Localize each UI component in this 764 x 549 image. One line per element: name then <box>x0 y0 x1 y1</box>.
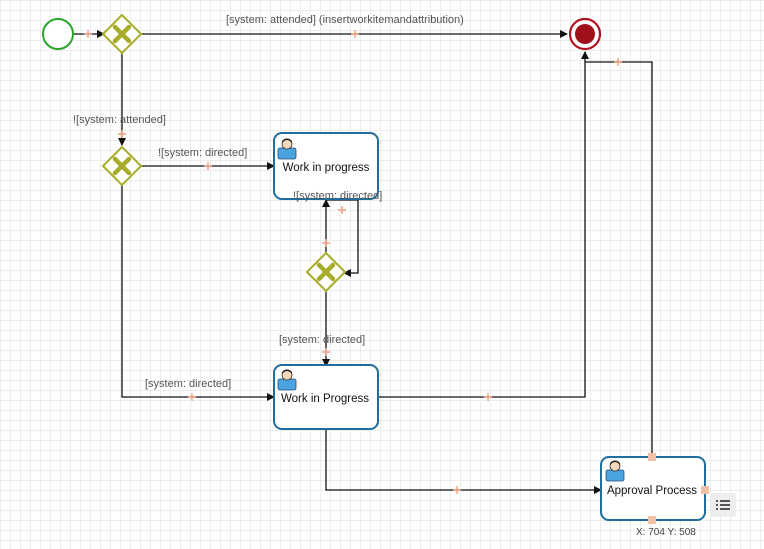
resize-handle-bottom[interactable] <box>648 516 656 524</box>
task-label: Approval Process <box>607 485 697 497</box>
exclusive-gateway-icon <box>112 156 132 176</box>
edge-label-not-directed-top: ![system: directed] <box>158 147 247 159</box>
flow-gateway2-to-task2[interactable] <box>121 184 275 401</box>
context-menu-button[interactable] <box>710 493 736 517</box>
task-work-in-progress-2[interactable]: Work in Progress <box>273 364 379 430</box>
task-work-in-progress-1[interactable]: Work in progress <box>273 132 379 200</box>
resize-handle-right[interactable] <box>701 486 709 494</box>
end-event[interactable] <box>568 17 602 51</box>
edge-label-not-directed-loop: ![system: directed] <box>293 190 382 202</box>
context-menu-icon <box>716 500 730 510</box>
flow-approval-to-end[interactable] <box>585 61 653 457</box>
flow-task2-to-approval[interactable] <box>325 430 602 494</box>
cursor-coordinates: X: 704 Y: 508 <box>636 527 696 538</box>
exclusive-gateway-icon <box>316 262 336 282</box>
resize-handle-top[interactable] <box>648 453 656 461</box>
exclusive-gateway-icon <box>112 24 132 44</box>
task-label: Work in Progress <box>281 393 369 405</box>
task-approval-process[interactable]: Approval Process <box>600 453 709 524</box>
task-label: Work in progress <box>283 162 370 174</box>
exclusive-gateway-3[interactable] <box>305 251 347 293</box>
exclusive-gateway-1[interactable] <box>101 13 143 55</box>
edge-label-attended: [system: attended] (insertworkitemandatt… <box>226 14 464 26</box>
waypoint-markers <box>84 30 622 494</box>
edge-label-directed-left: [system: directed] <box>145 378 231 390</box>
edge-label-directed-mid: [system: directed] <box>279 334 365 346</box>
start-event[interactable] <box>42 18 74 50</box>
flow-task2-to-end[interactable] <box>379 51 589 398</box>
edge-label-not-attended: ![system: attended] <box>73 114 166 126</box>
exclusive-gateway-2[interactable] <box>101 145 143 187</box>
